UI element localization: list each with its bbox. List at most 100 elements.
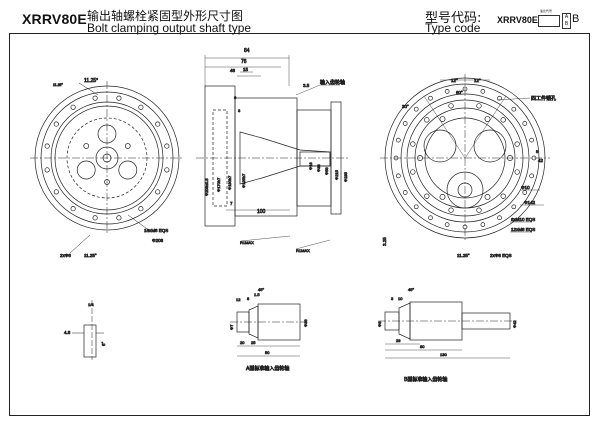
shaft-a-dim-1-5: 1.5 bbox=[254, 292, 260, 297]
shaft-a-dim-12: 12 bbox=[236, 297, 241, 302]
right-bolt-hole bbox=[522, 121, 528, 126]
shaft-b-dim-10: 10 bbox=[398, 296, 403, 301]
right-angle-60: 60° bbox=[456, 90, 463, 95]
left-pin-note: 2xΦ8 bbox=[60, 253, 71, 258]
sec-dim-48: 48 bbox=[230, 68, 236, 73]
right-m10-hole bbox=[439, 116, 446, 122]
right-inner-hole bbox=[410, 169, 416, 175]
shaft-a-dim-8: 8 bbox=[247, 296, 250, 301]
left-bolt-hole bbox=[138, 206, 144, 212]
sec-dim-76: 76 bbox=[241, 59, 247, 65]
shaft-a-dim-45: 45° bbox=[258, 287, 264, 292]
left-bolt-hole bbox=[164, 167, 170, 173]
right-bolt-hole bbox=[402, 190, 408, 195]
sec-vdim-0: Φ208±0.5 bbox=[204, 178, 209, 196]
right-m10-hole bbox=[484, 194, 491, 200]
small-note: 1/4 bbox=[88, 302, 94, 307]
small-dim: 4.8 bbox=[64, 330, 71, 335]
right-angle-12a: 12° bbox=[451, 78, 458, 83]
right-bolt-hole bbox=[396, 173, 401, 179]
sec-vdim-1: Φ170h7 bbox=[216, 177, 221, 192]
right-dim-5: 5 bbox=[536, 149, 539, 154]
left-bolt-hole bbox=[116, 95, 122, 101]
right-inner-hole bbox=[500, 193, 506, 199]
right-bolt-hole bbox=[529, 173, 535, 179]
shaft-b-dim-130: 130 bbox=[440, 352, 447, 357]
right-inner-hole bbox=[500, 117, 506, 123]
section-view bbox=[196, 55, 350, 250]
sec-radius-1: R1MAX bbox=[240, 240, 254, 245]
left-dia: Φ208 bbox=[152, 238, 164, 243]
shaft-a bbox=[230, 303, 305, 357]
right-angle-30: 30° bbox=[402, 104, 409, 109]
shaft-b-dim-45: 45° bbox=[408, 287, 414, 292]
right-bolt-hole bbox=[511, 106, 517, 112]
right-inner-hole bbox=[410, 141, 416, 147]
type-code-ab-bottom: B bbox=[564, 21, 569, 27]
left-bolt-hole bbox=[92, 95, 98, 101]
right-bolt-hole bbox=[444, 88, 450, 94]
right-dia-10: Φ10 bbox=[521, 185, 530, 190]
right-dim-42: 42 bbox=[538, 158, 544, 163]
small-detail-view bbox=[72, 300, 104, 360]
left-bolt-ring bbox=[44, 95, 170, 221]
right-inner-hole bbox=[514, 169, 520, 175]
left-bolt-note: 16xM8 EQS bbox=[144, 228, 168, 233]
left-bolt-hole bbox=[155, 121, 161, 127]
right-bolt-hole bbox=[428, 95, 433, 101]
shaft-a-dims: 45° 12 8 1.5 Φ7 Φ36 50 20 25 bbox=[229, 287, 309, 356]
type-code-box-label: 速比代号 bbox=[540, 9, 553, 13]
right-dia-142: Φ142 bbox=[524, 200, 536, 205]
left-bolt-hole bbox=[53, 189, 59, 195]
type-code-english: Type code bbox=[425, 21, 481, 35]
title-chinese: 输出轴螺栓紧固型外形尺寸图 bbox=[87, 9, 244, 23]
right-inner-hole bbox=[514, 141, 520, 147]
left-angle-pin: 11.25° bbox=[53, 83, 63, 87]
right-bolt-hole bbox=[413, 106, 419, 112]
left-bolt-hole bbox=[70, 104, 76, 110]
left-angle-top: 11.25° bbox=[84, 78, 98, 84]
right-m10-hole bbox=[439, 194, 446, 200]
type-code-chinese: 型号代码: bbox=[425, 11, 482, 26]
left-bolt-hole bbox=[164, 143, 170, 149]
sec-dim-15: 15 bbox=[243, 67, 249, 72]
type-code-ab-top: A bbox=[564, 14, 569, 20]
sec-vdim-2: Φ190h7 bbox=[227, 175, 232, 190]
left-bolt-hole bbox=[155, 189, 161, 195]
right-inner-hole bbox=[424, 117, 430, 123]
sec-vdim-3: Φ125h7 bbox=[241, 173, 246, 188]
sec-dim-100: 100 bbox=[257, 209, 266, 215]
sec-vdim-8: Φ235 bbox=[343, 171, 348, 182]
type-code-suffix: B bbox=[572, 13, 580, 25]
sec-vdim-4: Φ18 bbox=[308, 162, 313, 170]
right-bolt-hole bbox=[522, 190, 528, 195]
left-front-view bbox=[30, 81, 184, 254]
right-m10-hole bbox=[484, 116, 491, 122]
left-bolt-hole bbox=[116, 215, 122, 221]
right-bolt-ring bbox=[393, 86, 537, 230]
small-angle: 6° bbox=[101, 341, 106, 346]
sec-dim-6: 6 bbox=[234, 95, 237, 100]
shaft-b-dims: 45° 3 10 Φ42 Φ8 29 80 130 bbox=[377, 287, 518, 358]
sec-vdim-5: Φ38 bbox=[316, 164, 321, 172]
right-bolt-hole bbox=[511, 204, 517, 210]
shaft-b-dim-3: 3 bbox=[391, 296, 394, 301]
left-pin-hole bbox=[83, 143, 90, 149]
right-bolt-hole bbox=[529, 137, 535, 143]
sec-label-input-gear: 输入齿轮轴 bbox=[320, 79, 345, 86]
left-bolt-hole bbox=[44, 143, 50, 149]
shaft-a-dim-20: 20 bbox=[240, 340, 245, 345]
right-inner-hole bbox=[476, 103, 482, 109]
shaft-a-caption: A型标准输入齿轮轴 bbox=[246, 365, 289, 372]
right-inner-hole bbox=[476, 207, 482, 213]
right-bolt-hole bbox=[428, 215, 433, 221]
sec-vertical-dims: Φ208±0.5 Φ170h7 Φ190h7 Φ125h7 Φ18 Φ38 Φ5… bbox=[204, 161, 349, 196]
left-bolt-hole bbox=[138, 104, 144, 110]
left-bolt-hole bbox=[92, 215, 98, 221]
right-bolt-hole bbox=[497, 95, 502, 101]
sec-vdim-6: Φ56 bbox=[324, 167, 329, 175]
shaft-b-dim-29: 29 bbox=[396, 338, 401, 343]
left-crank-hole bbox=[76, 160, 96, 180]
shaft-a-dim-phi7: Φ7 bbox=[229, 324, 234, 330]
